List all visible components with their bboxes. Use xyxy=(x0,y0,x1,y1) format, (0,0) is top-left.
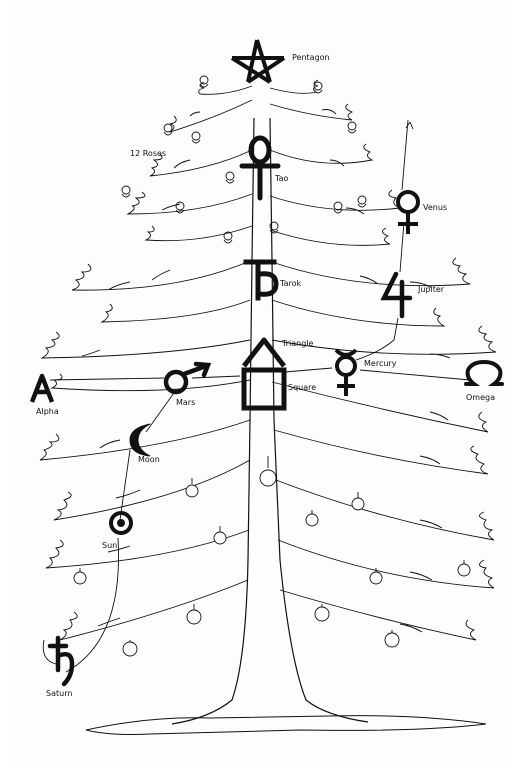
label-saturn: Saturn xyxy=(46,690,72,698)
label-moon: Moon xyxy=(138,456,160,464)
label-triangle: Triangle xyxy=(282,340,313,348)
label-omega: Omega xyxy=(466,394,495,402)
label-mars: Mars xyxy=(176,399,195,407)
label-pentagon: Pentagon xyxy=(292,54,330,62)
label-venus: Venus xyxy=(423,204,447,212)
label-sun: Sun xyxy=(102,542,117,550)
label-tarok: Tarok xyxy=(280,280,301,288)
label-tao: Tao xyxy=(275,175,288,183)
label-jupiter: Jupiter xyxy=(418,286,444,294)
label-alpha: Alpha xyxy=(36,408,59,416)
label-mercury: Mercury xyxy=(364,360,396,368)
label-square: Square xyxy=(288,384,316,392)
label-roses: 12 Roses xyxy=(130,150,166,158)
